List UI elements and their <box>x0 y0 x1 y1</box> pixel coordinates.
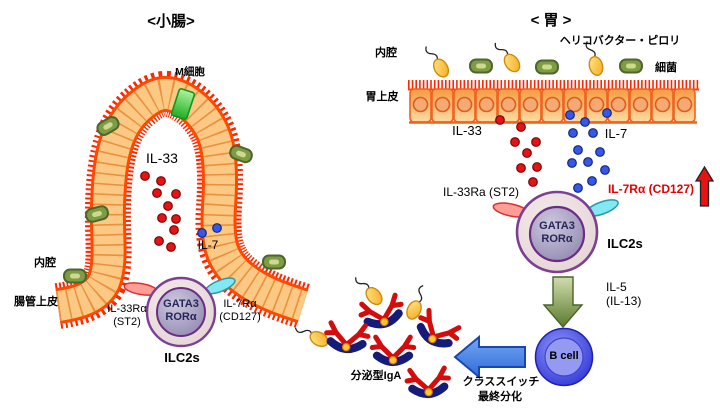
il13-label: (IL-13) <box>606 294 642 309</box>
bacterium-icon <box>619 58 643 74</box>
lumen-label-left: 内腔 <box>34 257 56 269</box>
il33-dots-left <box>140 171 181 252</box>
villus-cell-boundaries <box>55 78 308 321</box>
gata3-label: GATA3 <box>163 298 199 310</box>
il7-receptor-line2: (CD127) <box>219 310 261 323</box>
iga-antibody-icon <box>413 309 462 353</box>
gata3-label: GATA3 <box>539 220 575 232</box>
b-cell-label: B cell <box>549 350 579 362</box>
siga-label: 分泌型IgA <box>350 370 402 382</box>
ilc2s-label-right: ILC2s <box>607 236 643 251</box>
il5-label: IL-5 <box>606 280 627 294</box>
m-cell <box>170 88 196 120</box>
hpylori-icon <box>292 319 332 351</box>
il7-dots-left <box>197 223 222 238</box>
ilc2s-label-left: ILC2s <box>164 350 200 365</box>
il7-receptor-line1: IL-7Rα <box>223 298 257 310</box>
il33-receptor-line1: IL-33Rα <box>107 303 147 315</box>
il5-il13-label: IL-5 (IL-13) <box>606 280 641 309</box>
left-panel-title: <小腸> <box>147 13 195 30</box>
il33-receptor-line2: (ST2) <box>113 315 141 328</box>
gastric-epithelium-label: 胃上皮 <box>365 91 399 103</box>
bacterium-icon <box>63 268 87 284</box>
hpylori-icon <box>421 41 453 81</box>
ilc2-cell-right <box>492 190 619 274</box>
differentiation-label: 最終分化 <box>478 391 522 403</box>
hpylori-icon <box>351 271 386 309</box>
bacteria-label-right: 細菌 <box>655 62 677 74</box>
green-down-arrow <box>542 276 584 329</box>
red-up-arrow <box>694 165 715 207</box>
il7-receptor-label-right: IL-7Rα (CD127) <box>607 182 695 196</box>
bacterium-icon <box>262 254 286 270</box>
lumen-label-right: 内腔 <box>375 47 397 59</box>
bacterium-icon <box>535 59 559 75</box>
il33-receptor-label-right: IL-33Ra (ST2) <box>442 185 520 199</box>
villus-epithelium <box>54 70 311 329</box>
b-cell <box>534 327 594 387</box>
il7-label-left: IL-7 <box>197 238 219 252</box>
il7-receptor-label-left: IL-7Rα (CD127) <box>219 298 261 323</box>
helicobacter-label: ヘリコバクター・ピロリ <box>559 35 681 47</box>
m-cell-label: M細胞 <box>175 66 205 78</box>
iga-antibody-icon <box>325 322 369 352</box>
il33-dots-right <box>495 115 542 187</box>
right-panel-title: < 胃 > <box>530 12 572 29</box>
class-switch-label: クラススイッチ <box>462 376 540 388</box>
il7-label-right: IL-7 <box>604 126 628 141</box>
il33-label-left: IL-33 <box>146 150 178 166</box>
hpylori-icon <box>491 37 524 76</box>
iga-antibody-icon <box>372 337 413 364</box>
il33-receptor-label-left: IL-33Rα (ST2) <box>107 303 146 328</box>
ilc2-genes-right: GATA3 RORα <box>539 220 575 245</box>
bacterium-icon <box>469 58 493 74</box>
ilc2-cell-left <box>123 276 236 348</box>
epithelium-label-left: 腸管上皮 <box>14 296 58 308</box>
blue-left-arrow <box>453 334 526 380</box>
rora-label: RORα <box>165 310 197 323</box>
il7-dots-right <box>565 108 612 193</box>
rora-label: RORα <box>541 232 573 245</box>
gastric-epithelium <box>408 80 699 124</box>
iga-antibody-icon <box>406 368 449 398</box>
il33-label-right: IL-33 <box>452 123 482 138</box>
ilc2-genes-left: GATA3 RORα <box>163 298 199 323</box>
